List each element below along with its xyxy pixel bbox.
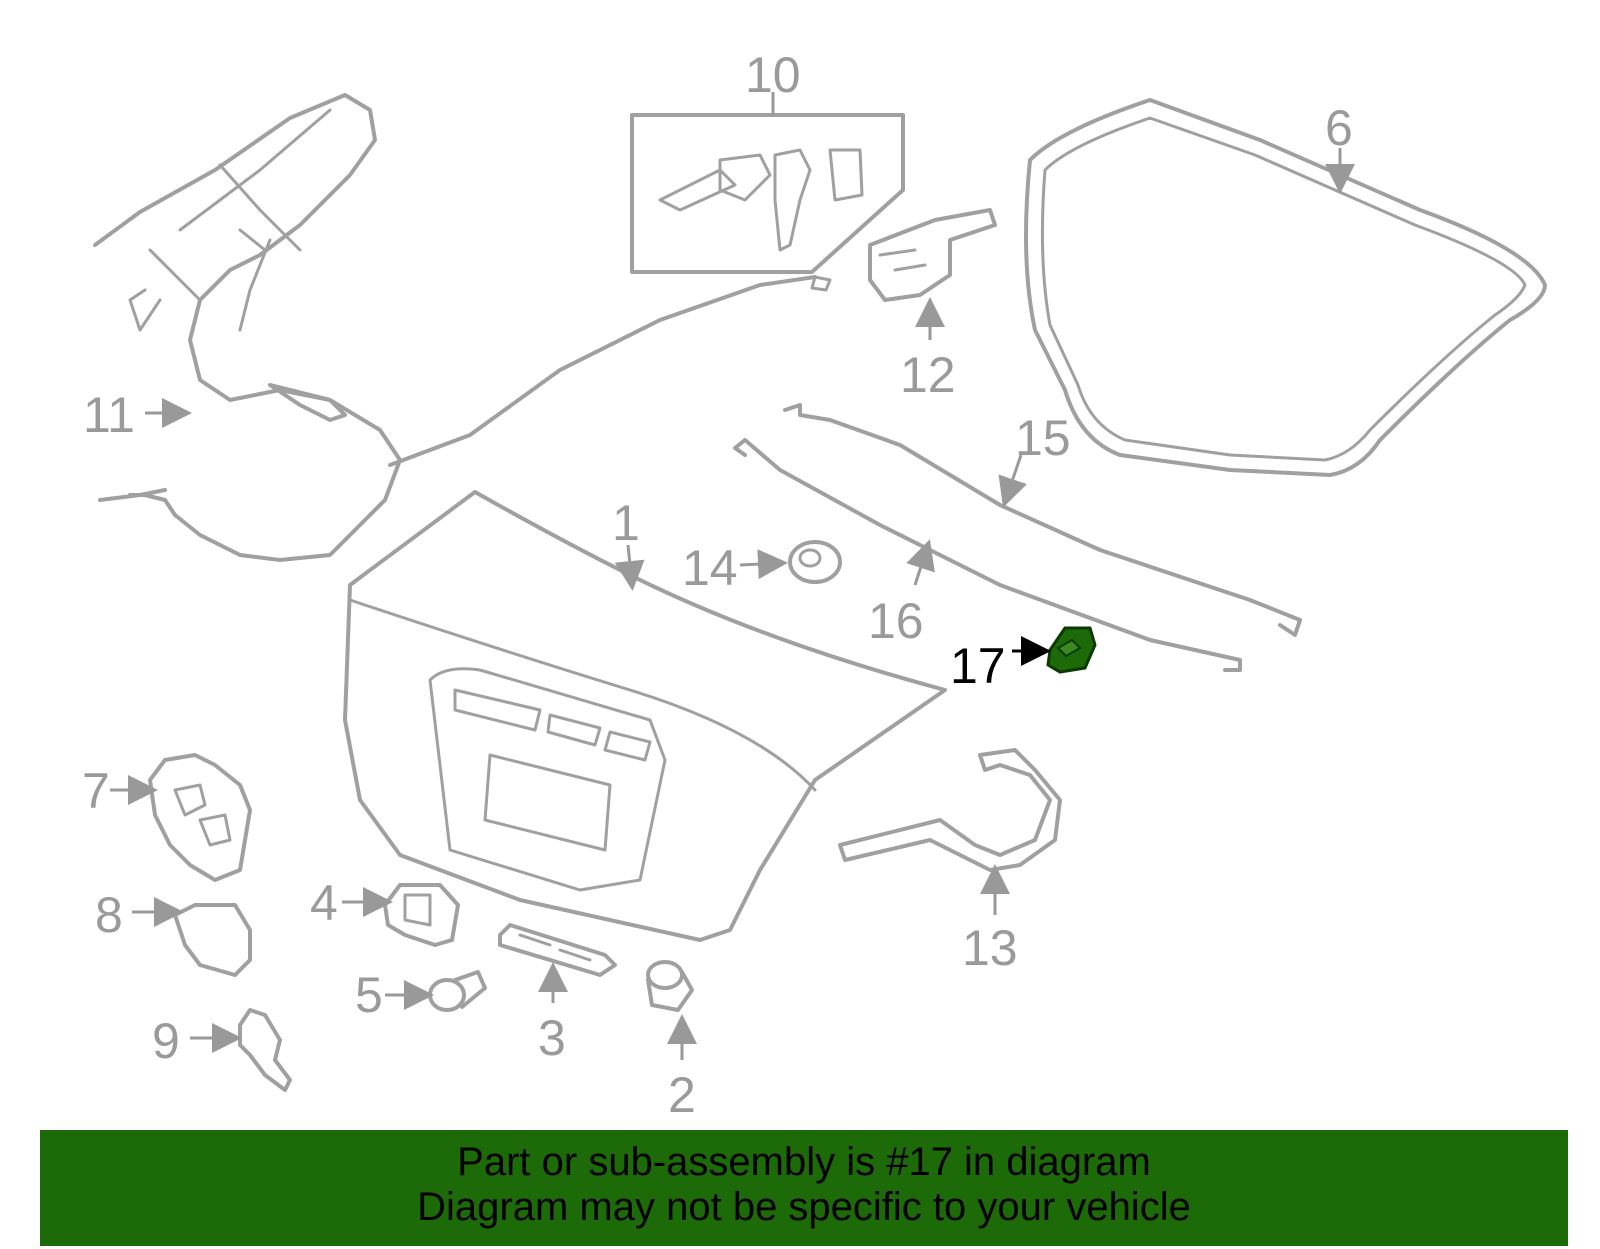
callout-14: 14 — [682, 540, 738, 596]
callout-8: 8 — [95, 887, 123, 943]
callout-2: 2 — [668, 1067, 696, 1123]
part-1-trunk-lid — [343, 490, 947, 942]
part-10-lock-set — [630, 113, 905, 274]
part-12-latch — [868, 208, 997, 302]
part-6-weatherstrip — [1024, 98, 1547, 477]
callout-10: 10 — [745, 47, 801, 103]
callout-7: 7 — [82, 763, 110, 819]
info-banner: Part or sub-assembly is #17 in diagram D… — [40, 1130, 1568, 1246]
part-16-torsion-bar — [733, 438, 1242, 672]
part-2-bumper — [646, 960, 694, 1012]
callout-1: 1 — [612, 495, 640, 551]
part-14-grommet — [788, 540, 842, 584]
part-4-lock-bracket — [383, 883, 460, 947]
part-8-bracket — [173, 903, 252, 977]
part-17-bumper-highlighted[interactable] — [1046, 626, 1097, 674]
banner-line-disclaimer: Diagram may not be specific to your vehi… — [417, 1185, 1191, 1229]
callout-4: 4 — [310, 875, 338, 931]
callout-6: 6 — [1325, 100, 1353, 156]
callout-12: 12 — [900, 347, 956, 403]
callout-labels: 10 11 12 6 15 1 14 16 17 7 13 8 4 5 9 3 … — [82, 47, 1353, 1123]
part-7-actuator — [148, 753, 252, 882]
callout-9: 9 — [152, 1013, 180, 1069]
part-13-hinge — [838, 748, 1062, 872]
callout-11: 11 — [83, 387, 135, 443]
callout-3: 3 — [538, 1010, 566, 1066]
part-3-molding — [498, 923, 617, 977]
callout-16: 16 — [868, 593, 924, 649]
part-5-grommet — [428, 970, 487, 1012]
callout-17-highlighted: 17 — [950, 638, 1006, 694]
callout-15: 15 — [1015, 410, 1071, 466]
parts-diagram: 10 11 12 6 15 1 14 16 17 7 13 8 4 5 9 3 … — [82, 47, 1547, 1123]
part-11-harness — [93, 93, 832, 562]
banner-line-part: Part or sub-assembly is #17 in diagram — [457, 1140, 1151, 1184]
callout-5: 5 — [355, 967, 383, 1023]
callout-13: 13 — [962, 920, 1018, 976]
leader-lines — [110, 92, 1355, 1060]
part-9-clip — [238, 1008, 292, 1092]
